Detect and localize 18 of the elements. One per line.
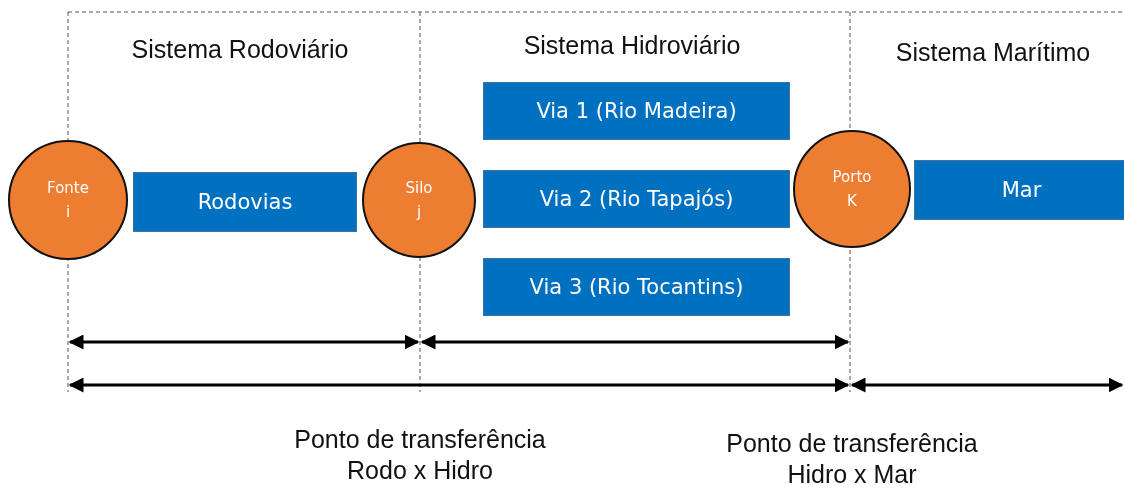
process-box (133, 172, 357, 232)
section-title: Sistema Hidroviário (522, 30, 742, 61)
transfer-point-label: Ponto de transferência Hidro x Mar (725, 428, 979, 491)
box-label: Via 2 (Rio Tapajós) (539, 187, 734, 211)
process-box (483, 170, 790, 228)
box-label: Via 3 (Rio Tocantins) (529, 275, 744, 299)
section-title: Sistema Marítimo (894, 37, 1092, 68)
box-label: Via 1 (Rio Madeira) (536, 99, 737, 123)
box-label: Mar (1001, 178, 1042, 202)
box-label: Rodovias (197, 190, 293, 214)
node-circle: Fonte i (8, 140, 128, 260)
node-circle: Silo j (362, 142, 476, 258)
process-box (483, 258, 790, 316)
transfer-point-label: Ponto de transferência Rodo x Hidro (293, 424, 547, 487)
process-box (914, 160, 1124, 220)
node-circle: Porto K (793, 130, 911, 248)
process-box (483, 82, 790, 140)
section-title: Sistema Rodoviário (130, 34, 350, 65)
